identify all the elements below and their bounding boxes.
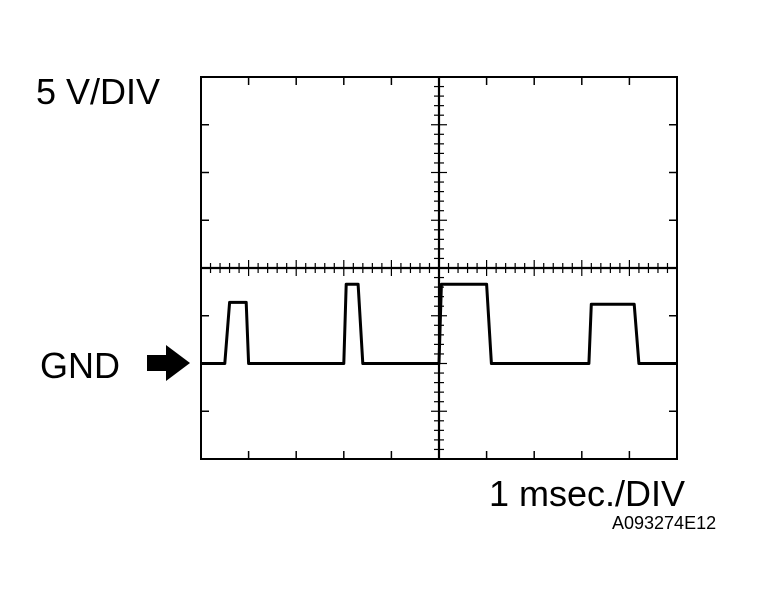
arrow-right-icon: [147, 345, 190, 381]
time-per-div-label: 1 msec./DIV: [489, 473, 686, 514]
figure-code: A093274E12: [612, 513, 717, 533]
waveform-trace: [201, 282, 677, 365]
gnd-label: GND: [40, 345, 120, 386]
volts-per-div-label: 5 V/DIV: [36, 71, 161, 112]
